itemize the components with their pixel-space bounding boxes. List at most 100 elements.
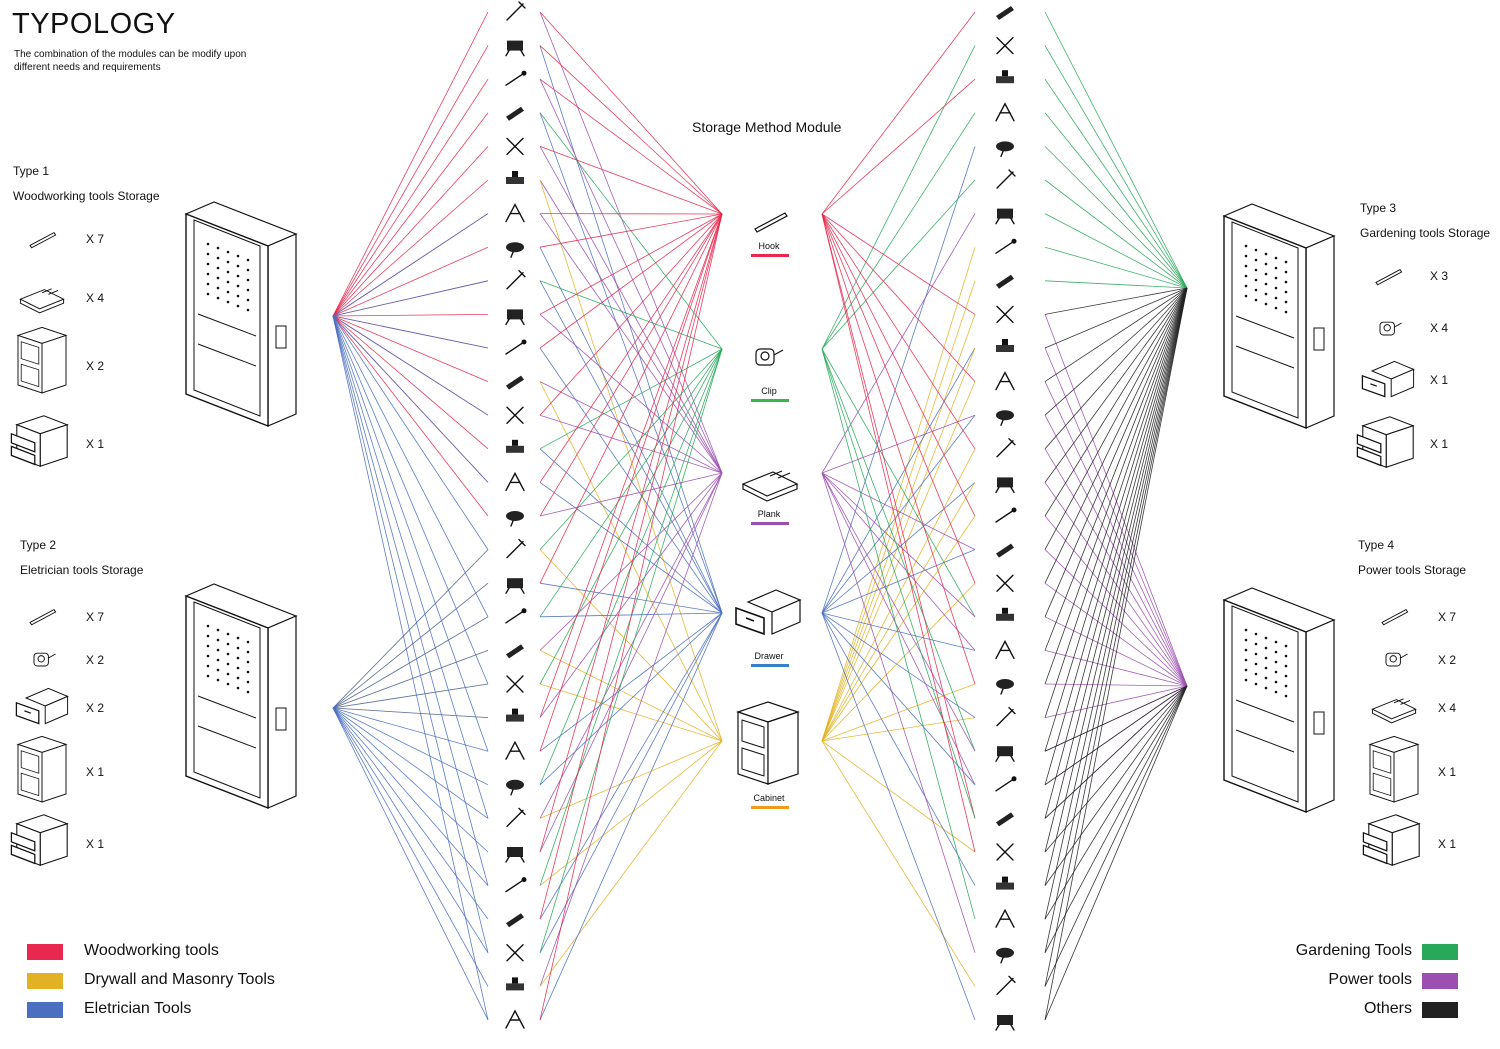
type1-count-plank: X 4 xyxy=(86,291,105,305)
tool-module-line xyxy=(539,472,723,718)
fan-line-power xyxy=(1044,515,1188,687)
tool-icon-right xyxy=(996,607,1014,621)
type3-hook-icon xyxy=(1375,268,1403,286)
type2-name: Eletrician tools Storage xyxy=(20,563,144,577)
fan-line-gardening xyxy=(1044,280,1188,289)
tool-module-line xyxy=(821,740,976,853)
tool-icon-right xyxy=(996,305,1014,324)
tool-icon-left xyxy=(505,1009,525,1029)
type1-drawer-cabinet-icon xyxy=(10,415,69,467)
legend-label-others: Others xyxy=(1363,1000,1412,1017)
legend-label-power: Power tools xyxy=(1328,971,1412,988)
tool-icon-left xyxy=(506,171,524,184)
type3-number: Type 3 xyxy=(1360,201,1397,215)
tool-module-line xyxy=(539,179,723,474)
tool-module-line xyxy=(539,112,723,614)
tool-module-line xyxy=(539,348,723,550)
tool-module-line xyxy=(821,482,976,614)
tool-icon-right xyxy=(996,339,1014,352)
module-label-hook: Hook xyxy=(758,241,780,251)
type2-drawer-icon xyxy=(15,687,69,725)
fan-line-electrician xyxy=(332,315,489,1021)
tool-module-line xyxy=(821,472,976,785)
fan-line-power xyxy=(1044,381,1188,687)
fan-line-electrician xyxy=(332,315,489,819)
fan-line-woodworking xyxy=(332,112,489,317)
tool-module-line xyxy=(539,448,723,614)
fan-line-power xyxy=(1044,685,1188,718)
fan-line-power xyxy=(1044,582,1188,687)
fan-line-electrician xyxy=(332,582,489,709)
fan-line-others xyxy=(1044,287,1188,349)
tool-icon-left xyxy=(506,779,524,796)
fan-line-electrician xyxy=(332,707,489,954)
page-title: TYPOLOGY xyxy=(12,8,176,40)
type2-number: Type 2 xyxy=(20,538,57,552)
clip-icon xyxy=(755,348,784,366)
fan-line-others xyxy=(1044,287,1188,617)
fan-line-others xyxy=(1044,287,1188,920)
tool-icon-left xyxy=(505,203,525,223)
fan-line-gardening xyxy=(1044,78,1188,289)
type1-count-cabinet: X 2 xyxy=(86,359,105,373)
tool-module-line xyxy=(539,582,723,614)
tool-module-line xyxy=(821,348,976,920)
fan-line-electrician xyxy=(332,707,489,886)
tool-module-line xyxy=(821,612,976,886)
tool-icon-right xyxy=(995,776,1017,792)
tool-icon-right xyxy=(995,102,1015,122)
tool-module-line xyxy=(539,213,723,1021)
fan-line-woodworking xyxy=(332,315,489,450)
tool-module-line xyxy=(539,381,723,474)
fan-line-gardening xyxy=(1044,112,1188,289)
legend-swatch-gardening xyxy=(1422,944,1458,960)
tool-module-line xyxy=(539,683,723,742)
tool-module-line xyxy=(539,612,723,953)
fan-line-electrician xyxy=(332,707,489,752)
type3-drawer-cabinet-icon xyxy=(1356,416,1415,468)
fan-line-electrician xyxy=(332,707,489,853)
fan-line-electrician xyxy=(332,707,489,920)
tool-icon-right xyxy=(996,410,1014,426)
fan-line-woodworking xyxy=(332,146,489,317)
fan-line-woodworking xyxy=(332,315,489,517)
tool-module-line xyxy=(539,11,723,215)
tool-module-line xyxy=(539,280,723,614)
fan-line-power xyxy=(1044,650,1188,687)
tool-module-line xyxy=(821,414,976,614)
type2-hook-icon xyxy=(29,608,57,626)
tool-module-line xyxy=(821,213,976,450)
type1-count-drawer-cabinet: X 1 xyxy=(86,437,105,451)
type1-cabinet-icon xyxy=(16,326,68,394)
fan-line-electrician xyxy=(332,650,489,709)
fan-line-electrician xyxy=(332,315,489,752)
type3-clip-icon xyxy=(1379,321,1402,336)
type2-count-cabinet: X 1 xyxy=(86,765,105,779)
type2-count-clip: X 2 xyxy=(86,653,105,667)
tool-module-line xyxy=(539,472,723,517)
tool-icon-right xyxy=(996,706,1016,727)
legend-swatch-drywall xyxy=(27,973,63,989)
tool-module-line xyxy=(539,472,723,819)
type-module-icons xyxy=(10,231,1421,866)
tool-icon-right xyxy=(995,746,1015,762)
type4-count-clip: X 2 xyxy=(1438,653,1457,667)
tool-icon-left xyxy=(505,70,527,86)
tool-module-line xyxy=(821,472,976,953)
tool-module-line xyxy=(539,740,723,987)
tool-module-line xyxy=(539,213,723,349)
type4-plank-icon xyxy=(1371,698,1417,724)
tool-module-line xyxy=(821,348,976,752)
tool-icon-right xyxy=(996,169,1016,189)
tool-module-line xyxy=(821,612,976,718)
type3-count-clip: X 4 xyxy=(1430,321,1449,335)
fan-line-power xyxy=(1044,683,1188,687)
tool-module-line xyxy=(821,612,976,786)
fan-line-others xyxy=(1044,685,1188,853)
type3-drawer-icon xyxy=(1361,360,1415,398)
module-label-cabinet: Cabinet xyxy=(753,793,785,803)
tool-module-line xyxy=(821,717,976,742)
tool-icon-left xyxy=(506,406,524,424)
fan-line-electrician xyxy=(332,315,489,953)
fan-line-electrician xyxy=(332,616,489,709)
